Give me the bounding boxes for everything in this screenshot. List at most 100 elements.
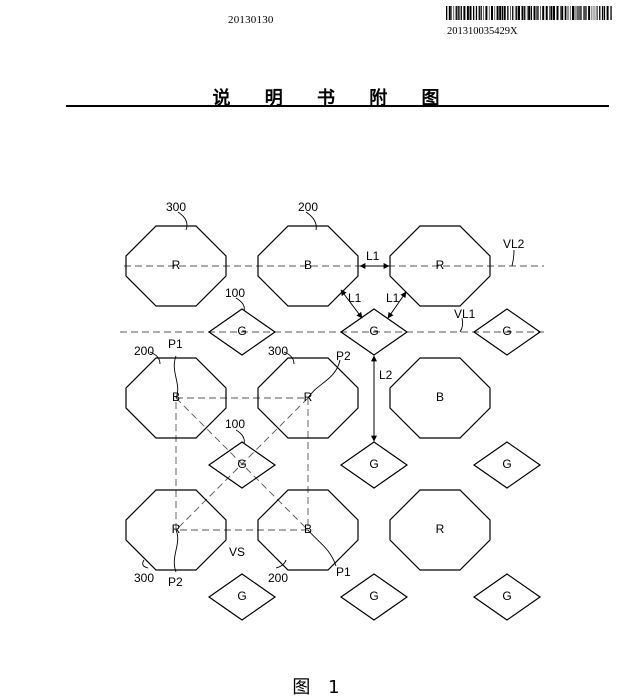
barcode-bar [581,6,582,20]
figure-caption: 图 1 [292,677,346,698]
barcode-bar [536,6,537,20]
blue-pixel-octagon [389,357,491,439]
barcode-bar [593,6,595,20]
filing-date: 20130130 [228,14,274,26]
pixel-label-blue: B [304,522,312,536]
pixel-label-red: R [304,390,313,404]
leader-200 [275,559,287,569]
barcode-bar [453,6,455,20]
barcode-bar [483,6,484,20]
barcode-bar [606,6,609,20]
barcode-bar [478,6,480,20]
leader-200 [149,351,161,365]
publication-number: 201310035429X [447,26,518,37]
leader-vl1 [459,317,464,333]
barcode-bar [528,6,531,20]
barcode-bar [556,6,559,20]
pixel-label-green: G [237,589,246,603]
barcode-bar [537,6,539,20]
ref-200: 200 [298,200,318,214]
barcode-bar [473,6,475,20]
green-pixel-diamond [207,308,277,356]
ref-100: 100 [225,417,245,431]
leader-p2 [173,529,179,573]
pixel-label-red: R [436,258,445,272]
barcode-bar [569,6,571,20]
red-pixel-octagon [125,489,227,571]
barcode-bar [526,6,528,20]
page-title: 说 明 书 附 图 [212,88,454,109]
label-p2: P2 [336,349,351,363]
pixel-label-green: G [369,324,378,338]
barcode-bar [566,6,568,20]
title-rule [66,105,609,107]
green-pixel-diamond [472,441,542,489]
label-p2: P2 [168,575,183,589]
barcode-bar [514,6,516,20]
label-l1: L1 [386,291,400,305]
leader-p1 [307,529,337,567]
barcode-bar [507,6,509,20]
label-vl2: VL2 [503,237,525,251]
label-vs: VS [229,545,245,559]
distance-arrow-l1-right [387,291,407,319]
green-pixel-diamond [207,441,277,489]
ref-300: 300 [134,571,154,585]
label-p1: P1 [336,565,351,579]
leader-200 [305,211,317,231]
leader-300 [283,351,295,365]
barcode [446,6,612,20]
barcode-bar [572,6,574,20]
ref-200: 200 [134,344,154,358]
leader-100 [235,429,245,445]
barcode-bar [574,6,576,20]
ref-300: 300 [268,344,288,358]
leader-300 [142,559,149,569]
square-diagonal [175,397,309,531]
barcode-bar [512,6,514,20]
label-p1: P1 [168,337,183,351]
barcode-bar [597,6,598,20]
barcode-bar [550,6,553,20]
barcode-bar [480,6,482,20]
blue-pixel-octagon [257,489,359,571]
leader-p1 [173,355,179,399]
ref-200: 200 [268,571,288,585]
green-pixel-diamond [339,441,409,489]
barcode-bar [451,6,452,20]
barcode-bar [518,6,520,20]
leader-vl2 [511,249,515,267]
blue-pixel-octagon [257,225,359,307]
barcode-bar [542,6,545,20]
barcode-bar [579,6,581,20]
barcode-bar [588,6,591,20]
barcode-bar [578,6,579,20]
pixel-label-green: G [237,457,246,471]
barcode-bar [463,6,466,20]
pixel-label-green: G [237,324,246,338]
barcode-bar [585,6,587,20]
blue-pixel-octagon [125,357,227,439]
barcode-bar [603,6,606,20]
barcode-bar [494,6,496,20]
green-pixel-diamond [339,573,409,621]
barcode-bar [510,6,511,20]
label-vl1: VL1 [454,307,476,321]
barcode-bar [499,6,502,20]
barcode-bar [567,6,569,20]
barcode-bar [485,6,488,20]
barcode-bar [599,6,601,20]
barcode-bar [466,6,469,20]
green-pixel-diamond [472,573,542,621]
red-pixel-octagon [389,225,491,307]
barcode-bar [459,6,460,20]
barcode-bar [540,6,541,20]
distance-arrow-l1-left [340,289,363,319]
barcode-bar [583,6,585,20]
barcode-bar [455,6,457,20]
barcode-bar [501,6,504,20]
pixel-label-red: R [172,522,181,536]
virtual-square [175,397,309,531]
ref-300: 300 [166,200,186,214]
